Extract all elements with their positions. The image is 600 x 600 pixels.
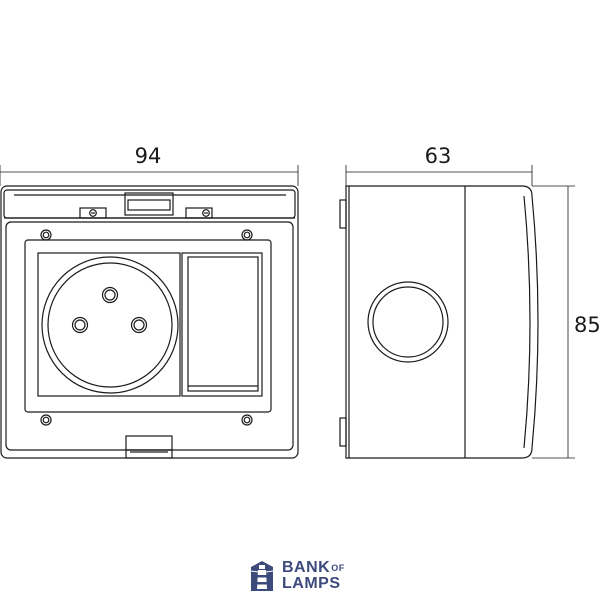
corner-screw-bottom-right <box>241 414 253 426</box>
cable-entry-outer <box>367 281 449 363</box>
dimension-label-depth: 63 <box>425 144 452 168</box>
logo-wordmark: BANKOF LAMPS <box>282 560 345 592</box>
socket-outer-ring <box>41 256 179 394</box>
hinge-center-block <box>124 192 174 216</box>
front-view <box>0 185 299 459</box>
socket-inner-ring <box>47 262 173 388</box>
dimension-width-front: 94 <box>0 144 299 186</box>
hinge-left-tab <box>79 207 107 219</box>
logo-lamps: LAMPS <box>282 575 341 592</box>
socket-right-hole <box>130 316 148 334</box>
corner-screw-top-right <box>241 229 253 241</box>
dimension-height-side: 85 <box>532 185 600 459</box>
hinge-left-screw <box>89 209 97 217</box>
dimension-label-height: 85 <box>574 313 600 337</box>
lid-latch <box>125 435 173 451</box>
logo-bank: BANK <box>282 559 331 576</box>
side-view <box>339 185 539 459</box>
module-frame <box>24 239 272 413</box>
side-clip-top <box>339 199 347 229</box>
hinge-right-tab <box>185 207 213 219</box>
side-clip-bottom <box>339 417 347 447</box>
corner-screw-top-left <box>40 229 52 241</box>
cable-entry-inner <box>372 286 444 358</box>
dimension-label-width: 94 <box>135 144 162 168</box>
side-body-outline <box>345 185 539 459</box>
blank-module <box>181 252 263 397</box>
lid-hinge-strip <box>3 189 296 219</box>
bank-of-lamps-logo: BANKOF LAMPS <box>248 558 345 594</box>
hinge-right-screw <box>202 209 210 217</box>
corner-screw-bottom-left <box>40 414 52 426</box>
socket-left-hole <box>71 316 89 334</box>
lighthouse-icon <box>250 561 274 591</box>
dimension-depth-side: 63 <box>345 144 533 186</box>
logo-of: OF <box>331 563 345 573</box>
socket-module <box>37 252 181 397</box>
socket-earth-pin <box>101 286 119 304</box>
